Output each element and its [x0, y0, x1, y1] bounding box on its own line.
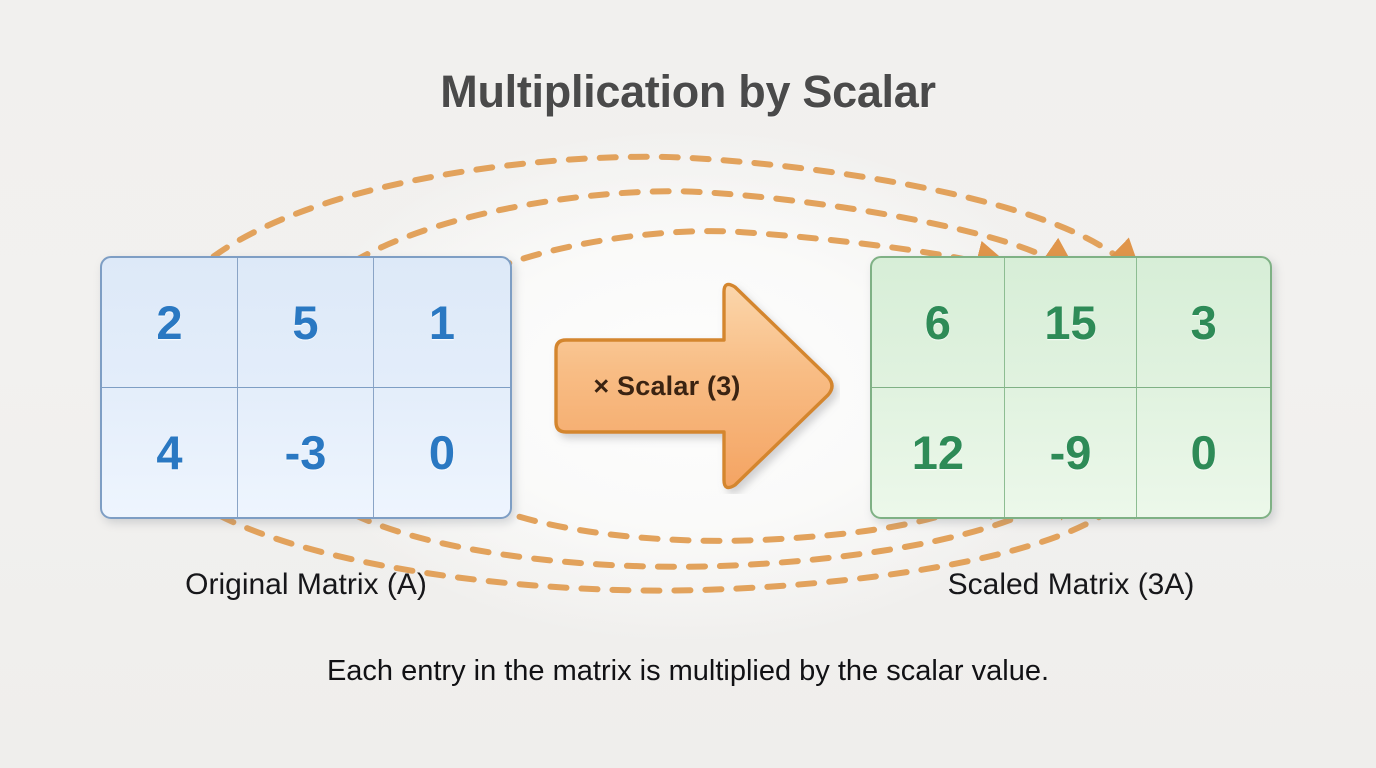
scalar-arrow[interactable]: × Scalar (3) — [540, 278, 840, 494]
matrix-b-cell-0-2: 3 — [1137, 258, 1270, 388]
matrix-a-cell-1-2: 0 — [428, 425, 456, 479]
matrix-a-cell-0-0: 2 — [102, 258, 238, 388]
matrix-a-cell-0-2: 1 — [374, 258, 510, 388]
scalar-arrow-label: × Scalar (3) — [593, 370, 741, 401]
matrix-a-cell-1-1: -3 — [238, 387, 374, 517]
matrix-a-cell-0-1: 5 — [238, 258, 374, 388]
matrix-b-cell-1-0: 12 — [872, 387, 1005, 517]
right-arrow-icon — [554, 282, 834, 490]
matrix-scaled[interactable]: 6 15 3 12 -9 0 — [870, 256, 1272, 519]
matrix-b-cell-1-1: -9 — [1005, 387, 1138, 517]
matrix-original[interactable]: 2 5 1 4 -3 0 — [100, 256, 512, 519]
footnote-text: Each entry in the matrix is multiplied b… — [326, 655, 1050, 687]
matrix-b-cell-0-1: 15 — [1004, 258, 1138, 388]
page-title: Multiplication by Scalar — [440, 66, 936, 117]
matrix-a-cell-1-0: 4 — [102, 387, 238, 517]
matrix-b-cell-1-2: 0 — [1190, 425, 1217, 479]
matrix-b-cell-0-0: 6 — [872, 258, 1005, 388]
caption-scaled-matrix: Scaled Matrix (3A) — [947, 568, 1195, 601]
caption-original-matrix: Original Matrix (A) — [185, 568, 427, 601]
